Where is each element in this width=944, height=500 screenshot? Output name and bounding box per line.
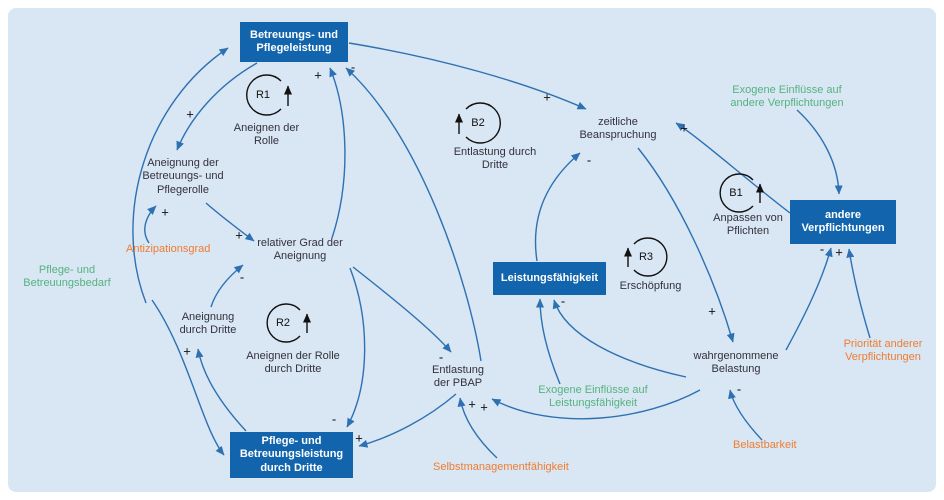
edge-selfmanagement-to-relief: [457, 397, 498, 459]
edge-resilience-to-perceived-burden: [728, 389, 763, 441]
box-betreuungs-pflegeleistung: Betreuungs- und Pflegeleistung: [240, 22, 348, 62]
exo-einfluesse-leistungsfaehigkeit: Exogene Einflüsse auf Leistungsfähigkeit: [538, 384, 648, 410]
sign-thirdparty-relgrad: -: [239, 269, 245, 285]
param-selbstmanagementfaehigkeit: Selbstmanagementfähigkeit: [433, 461, 569, 473]
edge-care-need-to-bottombox: [151, 299, 225, 456]
edge-perceived-burden-to-other-obligations: [785, 247, 833, 351]
box-leistungsfaehigkeit: Leistungsfähigkeit: [493, 262, 606, 295]
sign-priority-other: +: [835, 244, 843, 260]
edge-thirdparty-appropriation-to-relative-degree: [210, 264, 244, 308]
node-aneignung-durch-dritte: Aneignung durch Dritte: [179, 311, 237, 337]
loop-circle-b1: [719, 173, 754, 213]
sign-anticipation-role: +: [161, 204, 169, 220]
sign-relief-topbox: -: [350, 59, 356, 75]
loop-label-r3: Erschöpfung: [619, 280, 682, 292]
loop-circle-r1: [246, 74, 282, 116]
loop-id-r2: R2: [275, 317, 291, 329]
edge-bottombox-to-thirdparty-appropriation: [195, 348, 247, 432]
sign-bottombox-thirdparty: +: [183, 343, 191, 359]
sign-burden-other: -: [819, 241, 825, 257]
loop-id-b2: B2: [471, 117, 485, 129]
exo-pflege-betreuungsbedarf: Pflege- und Betreuungsbedarf: [23, 264, 111, 290]
edge-relief-to-topbox: [345, 67, 482, 362]
causal-links: [132, 42, 871, 459]
param-antizipationsgrad: Antizipationsgrad: [126, 243, 211, 255]
loop-circle-r3: [633, 237, 668, 277]
loop-circle-r2: [266, 303, 301, 343]
sign-burden-relief: +: [480, 399, 488, 415]
edge-relative-degree-to-relief: [352, 266, 452, 353]
sign-selfmgmt-relief: +: [468, 396, 476, 412]
loop-id-r1: R1: [255, 89, 271, 101]
sign-burden-capability: -: [560, 293, 566, 309]
loop-id-b1: B1: [729, 187, 743, 199]
loop-label-r2: Aneignen der Rolle durch Dritte: [246, 350, 340, 376]
param-belastbarkeit: Belastbarkeit: [733, 439, 797, 451]
edge-care-need-to-topbox: [132, 47, 229, 304]
loop-label-b1: Anpassen von Pflichten: [713, 212, 783, 238]
edge-relief-to-bottombox: [358, 393, 457, 448]
sign-topbox-role: +: [186, 106, 194, 122]
edge-relative-degree-to-topbox: [329, 67, 346, 239]
sign-relgrad-relief: -: [438, 349, 444, 365]
loop-label-r1: Aneignen der Rolle: [233, 122, 300, 148]
node-zeitliche-beanspruchung: zeitliche Beanspruchung: [579, 116, 657, 142]
node-wahrgenommene-belastung: wahrgenommene Belastung: [693, 350, 779, 376]
diagram-panel: [8, 8, 936, 492]
edge-anticipation-to-role-appropriation: [144, 205, 157, 244]
sign-resilience-burden: -: [736, 381, 742, 397]
box-andere-verpflichtungen: andere Verpflichtungen: [790, 200, 896, 244]
node-entlastung-pbap: Entlastung der PBAP: [432, 364, 484, 390]
loop-circle-b2: [465, 102, 501, 144]
edge-priority-to-other-obligations: [846, 248, 871, 339]
loop-label-b2: Entlastung durch Dritte: [453, 146, 537, 172]
node-relativer-grad: relativer Grad der Aneignung: [257, 237, 343, 263]
loop-id-r3: R3: [638, 251, 654, 263]
loop-markers: [246, 74, 764, 343]
sign-timedemand-burden: +: [708, 303, 716, 319]
edge-topbox-to-role-appropriation: [176, 62, 258, 151]
sign-capability-timedemand: -: [586, 152, 592, 168]
edge-perceived-burden-to-capability: [552, 299, 687, 378]
edge-role-appropriation-to-relative-degree: [205, 202, 255, 242]
exo-einfluesse-verpflichtungen: Exogene Einflüsse auf andere Verpflichtu…: [730, 84, 844, 110]
sign-relief-bottombox: +: [355, 430, 363, 446]
edge-exo-obligations-to-other-obligations: [796, 109, 843, 195]
sign-role-relgrad: +: [235, 227, 243, 243]
param-prioritaet-verpflichtungen: Priorität anderer Verpflichtungen: [843, 338, 923, 364]
node-aneignung-pflegerolle: Aneignung der Betreuungs- und Pflegeroll…: [142, 157, 224, 196]
sign-topbox-timedemand: +: [543, 89, 551, 105]
edge-topbox-to-time-demand: [348, 42, 587, 110]
box-pflegeleistung-durch-dritte: Pflege- und Betreuungsleistung durch Dri…: [230, 432, 353, 478]
edge-relative-degree-to-bottombox: [346, 267, 366, 428]
sign-other-timedemand: +: [680, 120, 688, 136]
edge-time-demand-to-perceived-burden: [637, 147, 735, 343]
edge-capability-to-time-demand: [534, 152, 581, 262]
edge-exo-capability-to-capability: [536, 298, 561, 385]
sign-relgrad-bottombox: -: [331, 411, 337, 427]
sign-relgrad-topbox: +: [314, 67, 322, 83]
edge-other-obligations-to-time-demand: [675, 122, 791, 214]
edge-perceived-burden-to-relief: [491, 389, 701, 420]
